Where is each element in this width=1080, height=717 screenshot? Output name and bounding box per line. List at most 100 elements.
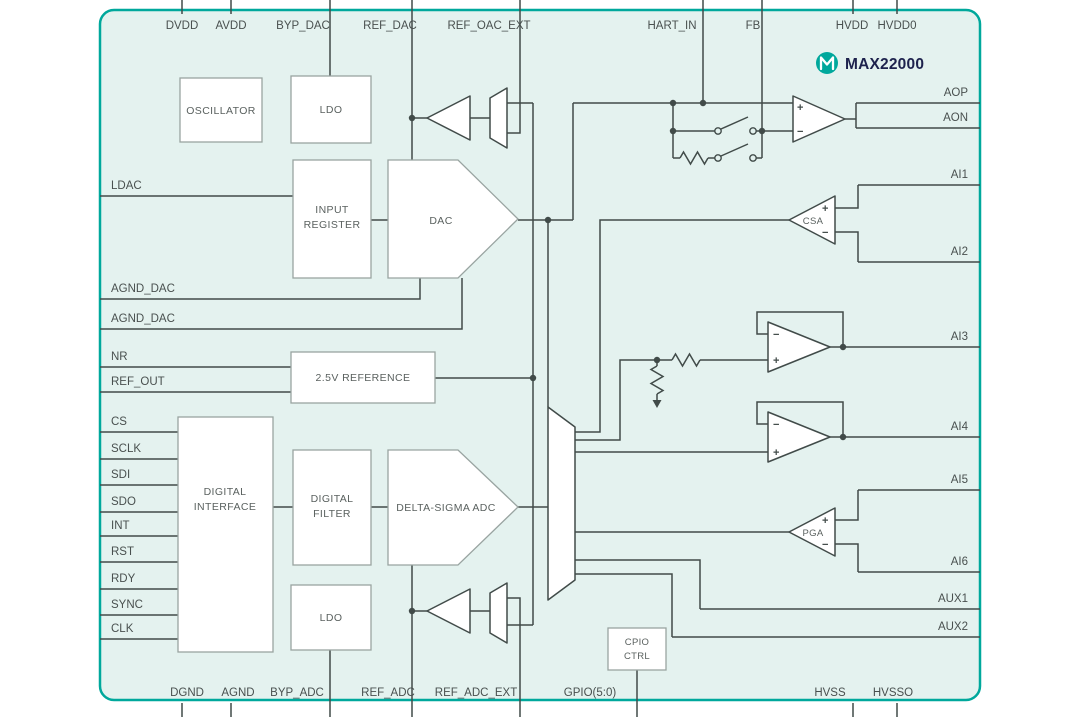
- pin-label-agnd-dac-1: AGND_DAC: [111, 283, 175, 295]
- ref-dac-buffer-icon: [426, 95, 471, 141]
- csa-amp-icon: [788, 195, 836, 245]
- block-input-register: INPUT REGISTER: [292, 159, 372, 279]
- ai3-plus-sign: +: [773, 355, 779, 367]
- pga-amp-icon: [788, 507, 836, 557]
- pin-label-hvsso: HVSSO: [873, 687, 913, 699]
- pin-label-hvdd: HVDD: [836, 20, 869, 32]
- block-digital-filter: DIGITAL FILTER: [292, 449, 372, 566]
- pin-label-fb: FB: [746, 20, 761, 32]
- junction-dot: [408, 114, 416, 122]
- pin-label-byp-adc: BYP_ADC: [270, 687, 324, 699]
- brand-mark: MAX22000: [816, 52, 924, 74]
- reference-label: 2.5V REFERENCE: [316, 372, 411, 384]
- pin-label-sdi: SDI: [111, 469, 130, 481]
- pin-label-hvss: HVSS: [814, 687, 846, 699]
- pin-label-dgnd: DGND: [170, 687, 204, 699]
- dac-shape: [387, 159, 519, 279]
- csa-plus-sign: +: [822, 203, 828, 215]
- pga-minus-sign: −: [822, 539, 828, 551]
- ldo-adc-box: [290, 584, 372, 651]
- switch-contact-icon: [749, 154, 757, 162]
- block-dac: DAC: [387, 159, 519, 279]
- ref-adc-mux-shape: [489, 582, 508, 644]
- digital-filter-label-1: DIGITAL: [311, 493, 354, 505]
- pin-label-gpio: GPIO(5:0): [564, 687, 617, 699]
- dac-label: DAC: [429, 215, 452, 227]
- junction-dot: [529, 374, 537, 382]
- pin-label-ref-dac-ext: REF_OAC_EXT: [447, 20, 530, 32]
- resistor-icon: [649, 365, 665, 395]
- junction-dots: [408, 99, 847, 615]
- csa-minus-sign: −: [822, 227, 828, 239]
- ai4-plus-sign: +: [773, 447, 779, 459]
- switch-contact-icon: [714, 154, 722, 162]
- pin-label-ai5: AI5: [951, 474, 968, 486]
- block-reference: 2.5V REFERENCE: [290, 351, 436, 404]
- part-number: MAX22000: [845, 56, 924, 73]
- ai4-buffer-icon: [767, 411, 831, 463]
- digital-filter-box: [292, 449, 372, 566]
- pin-label-rst: RST: [111, 546, 134, 558]
- digital-interface-box: [177, 416, 274, 653]
- analog-mux-shape: [547, 406, 576, 601]
- ai4-minus-sign: −: [773, 419, 779, 431]
- block-oscillator: OSCILLATOR: [179, 77, 263, 143]
- block-gpio-ctrl: CPIO CTRL: [607, 627, 667, 671]
- reference-box: [290, 351, 436, 404]
- adc-label: DELTA-SIGMA ADC: [396, 502, 496, 514]
- junction-dot: [839, 343, 847, 351]
- ref-dac-mux-shape: [489, 87, 508, 149]
- pin-label-sdo: SDO: [111, 496, 136, 508]
- block-ldo-dac: LDO: [290, 75, 372, 144]
- block-digital-interface: DIGITAL INTERFACE: [177, 416, 274, 653]
- opamp-plus-sign: +: [797, 102, 803, 114]
- top-pin-labels: DVDD AVDD BYP_DAC REF_DAC REF_OAC_EXT HA…: [166, 20, 917, 32]
- pin-label-ref-adc-ext: REF_ADC_EXT: [435, 687, 517, 699]
- pin-label-byp-dac: BYP_DAC: [276, 20, 330, 32]
- csa-label: CSA: [803, 216, 824, 227]
- junction-dot: [669, 99, 677, 107]
- input-register-box: [292, 159, 372, 279]
- input-register-label-1: INPUT: [315, 204, 349, 216]
- pin-label-clk: CLK: [111, 623, 134, 635]
- pin-label-aux2: AUX2: [938, 621, 968, 633]
- ldo-dac-label: LDO: [320, 104, 343, 116]
- pin-label-dvdd: DVDD: [166, 20, 199, 32]
- switch-contact-icon: [749, 127, 757, 135]
- pin-label-ai1: AI1: [951, 169, 968, 181]
- right-pin-labels: AOP AON AI1 AI2 AI3 AI4 AI5 AI6 AUX1 AUX…: [938, 87, 969, 633]
- gpio-ctrl-label-1: CPIO: [625, 637, 649, 648]
- pin-label-aop: AOP: [944, 87, 969, 99]
- pin-label-aon: AON: [943, 112, 968, 124]
- oscillator-box: [179, 77, 263, 143]
- junction-dot: [653, 356, 661, 364]
- pin-label-agnd: AGND: [221, 687, 254, 699]
- gpio-ctrl-box: [607, 627, 667, 671]
- digital-interface-label-2: INTERFACE: [194, 501, 257, 513]
- pin-label-hvdd0: HVDD0: [878, 20, 917, 32]
- junction-dot: [544, 216, 552, 224]
- pin-label-cs: CS: [111, 416, 127, 428]
- pin-label-sync: SYNC: [111, 599, 143, 611]
- ldo-adc-label: LDO: [320, 612, 343, 624]
- ai3-buffer-icon: [767, 321, 831, 373]
- pin-label-ldac: LDAC: [111, 180, 142, 192]
- junction-dot: [699, 99, 707, 107]
- pin-label-int: INT: [111, 520, 130, 532]
- pin-label-ref-dac: REF_DAC: [363, 20, 417, 32]
- digital-interface-label-1: DIGITAL: [204, 486, 247, 498]
- pin-label-ai6: AI6: [951, 556, 968, 568]
- block-ldo-adc: LDO: [290, 584, 372, 651]
- pin-label-hart-in: HART_IN: [648, 20, 697, 32]
- switch-blade-icon: [720, 116, 749, 157]
- pin-label-sclk: SCLK: [111, 443, 141, 455]
- resistor-icon: [671, 352, 701, 368]
- pin-label-rdy: RDY: [111, 573, 136, 585]
- pin-label-ref-adc: REF_ADC: [361, 687, 415, 699]
- maxim-logo-m-glyph: [819, 56, 835, 71]
- ref-adc-buffer-icon: [426, 588, 471, 634]
- hv-opamp-icon: [792, 95, 846, 143]
- opamp-minus-sign: −: [797, 126, 803, 138]
- junction-dot: [408, 607, 416, 615]
